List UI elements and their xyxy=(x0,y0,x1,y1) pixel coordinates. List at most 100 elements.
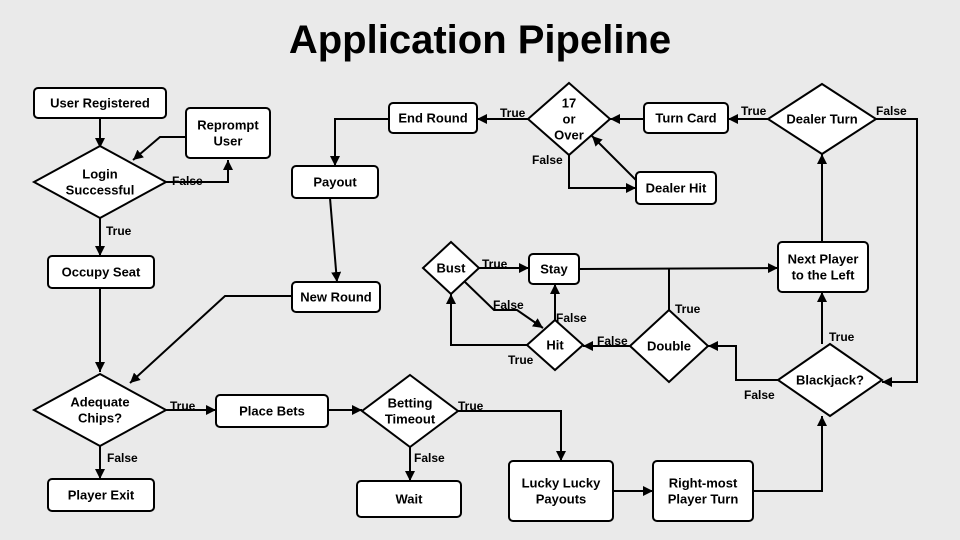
edge-betting-timeout-to-lucky-payouts xyxy=(458,410,566,461)
edges-layer xyxy=(95,114,918,496)
process-box xyxy=(215,394,329,428)
timeout-true-label: True xyxy=(458,399,484,413)
node-label: Chips? xyxy=(78,411,122,426)
node-label: Stay xyxy=(540,262,568,277)
node-label: End Round xyxy=(398,111,467,126)
blackjack-true-label: True xyxy=(829,330,855,344)
login-false-label: False xyxy=(172,174,203,188)
process-box xyxy=(508,460,614,522)
decision-diamond xyxy=(31,372,169,448)
nodes-layer: User RegisteredRepromptUserLoginSuccessf… xyxy=(31,81,884,522)
decision-diamond xyxy=(421,240,481,296)
dealer-turn-false-label: False xyxy=(876,104,907,118)
node-label: Hit xyxy=(546,338,564,353)
decision-diamond xyxy=(628,308,710,384)
node-label: Over xyxy=(554,128,584,143)
edge-new-round-to-adequate-chips xyxy=(129,295,292,384)
edge-login-to-reprompt xyxy=(164,160,233,183)
process-box xyxy=(528,253,580,285)
node-label: Timeout xyxy=(385,412,436,427)
node-dealer-hit: Dealer Hit xyxy=(635,171,717,205)
page-title: Application Pipeline xyxy=(288,18,672,62)
node-label: Right-most xyxy=(669,476,738,491)
process-box xyxy=(47,255,155,289)
node-label: Payouts xyxy=(536,492,587,507)
process-box xyxy=(356,480,462,518)
node-label: 17 xyxy=(562,96,576,111)
node-double: Double xyxy=(628,308,710,384)
process-box xyxy=(635,171,717,205)
node-label: Successful xyxy=(66,183,135,198)
process-box xyxy=(33,87,167,119)
edge-end-round-to-payout xyxy=(330,118,389,166)
node-label: New Round xyxy=(300,290,372,305)
node-wait: Wait xyxy=(356,480,462,518)
node-label: User xyxy=(214,134,243,149)
process-box xyxy=(388,102,478,134)
node-label: Next Player xyxy=(788,252,859,267)
node-label: User Registered xyxy=(50,96,150,111)
node-label: Player Exit xyxy=(68,488,135,503)
node-label: Double xyxy=(647,339,691,354)
edge-reprompt-to-login xyxy=(132,136,186,161)
process-box xyxy=(47,478,155,512)
dealer-turn-true-label: True xyxy=(741,104,767,118)
bust-true-label: True xyxy=(482,257,508,271)
node-label: Blackjack? xyxy=(796,373,864,388)
edge-hit-to-bust xyxy=(446,294,527,346)
decision-diamond xyxy=(31,144,169,220)
edge-payout-to-new-round xyxy=(329,197,342,283)
node-stay: Stay xyxy=(528,253,580,285)
node-label: Reprompt xyxy=(197,118,259,133)
edge-blackjack-to-double xyxy=(708,341,778,381)
timeout-false-label: False xyxy=(414,451,445,465)
adequate-true-label: True xyxy=(170,399,196,413)
edge-stay-to-next-player xyxy=(578,263,779,274)
node-label: or xyxy=(563,112,576,127)
node-player-exit: Player Exit xyxy=(47,478,155,512)
node-place-bets: Place Bets xyxy=(215,394,329,428)
node-label: Bust xyxy=(437,261,467,276)
adequate-false-label: False xyxy=(107,451,138,465)
hit-true-label: True xyxy=(508,353,534,367)
decision-diamond xyxy=(766,82,878,156)
node-turn-card: Turn Card xyxy=(643,102,729,134)
node-occupy-seat: Occupy Seat xyxy=(47,255,155,289)
seventeen-false-label: False xyxy=(532,153,563,167)
double-false-label: False xyxy=(597,334,628,348)
node-label: Payout xyxy=(313,175,357,190)
blackjack-false-label: False xyxy=(744,388,775,402)
bust-false-label: False xyxy=(493,298,524,312)
node-dealer-turn: Dealer Turn xyxy=(766,82,878,156)
node-label: Dealer Hit xyxy=(646,181,707,196)
node-end-round: End Round xyxy=(388,102,478,134)
seventeen-true-label: True xyxy=(500,106,526,120)
decision-diamond xyxy=(525,318,585,372)
node-label: Betting xyxy=(388,396,433,411)
node-label: Occupy Seat xyxy=(62,265,141,280)
node-payout: Payout xyxy=(291,165,379,199)
node-label: Wait xyxy=(396,492,424,507)
process-box xyxy=(643,102,729,134)
double-true-label: True xyxy=(675,302,701,316)
login-true-label: True xyxy=(106,224,132,238)
edge-dealer-hit-to-seventeen xyxy=(591,135,637,181)
node-label: Dealer Turn xyxy=(786,112,857,127)
node-label: Adequate xyxy=(70,395,129,410)
process-box xyxy=(185,107,271,159)
node-label: Lucky Lucky xyxy=(522,476,602,491)
decision-diamond xyxy=(776,342,884,418)
node-label: Login xyxy=(82,167,117,182)
node-label: to the Left xyxy=(792,268,855,283)
node-label: Player Turn xyxy=(668,492,739,507)
node-user-registered: User Registered xyxy=(33,87,167,119)
